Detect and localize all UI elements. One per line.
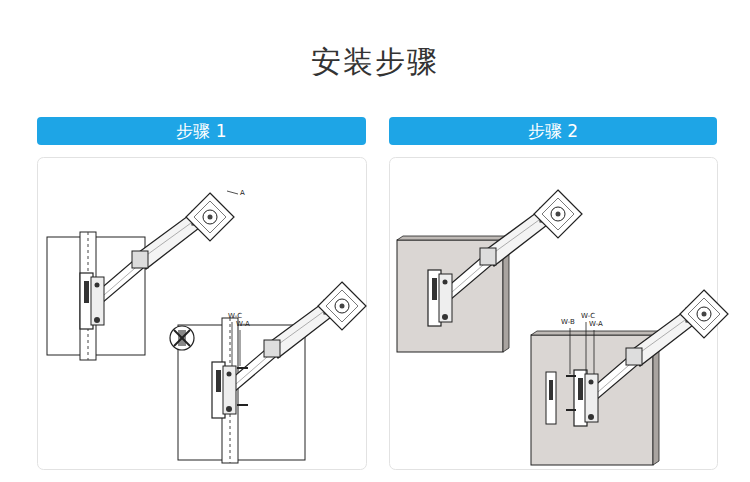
- step-label: 步骤 1: [176, 120, 226, 143]
- page-title: 安装步骤: [311, 42, 439, 83]
- step-band: 步骤 1: [37, 117, 366, 145]
- part-label: W-B: [561, 319, 575, 326]
- part-label: A: [240, 190, 245, 197]
- step-band: 步骤 2: [389, 117, 717, 145]
- part-label: W-C: [581, 313, 595, 320]
- part-label: W-C: [228, 313, 242, 320]
- part-label: W-A: [589, 321, 603, 328]
- part-label: W-A: [236, 321, 250, 328]
- step-label: 步骤 2: [528, 120, 578, 143]
